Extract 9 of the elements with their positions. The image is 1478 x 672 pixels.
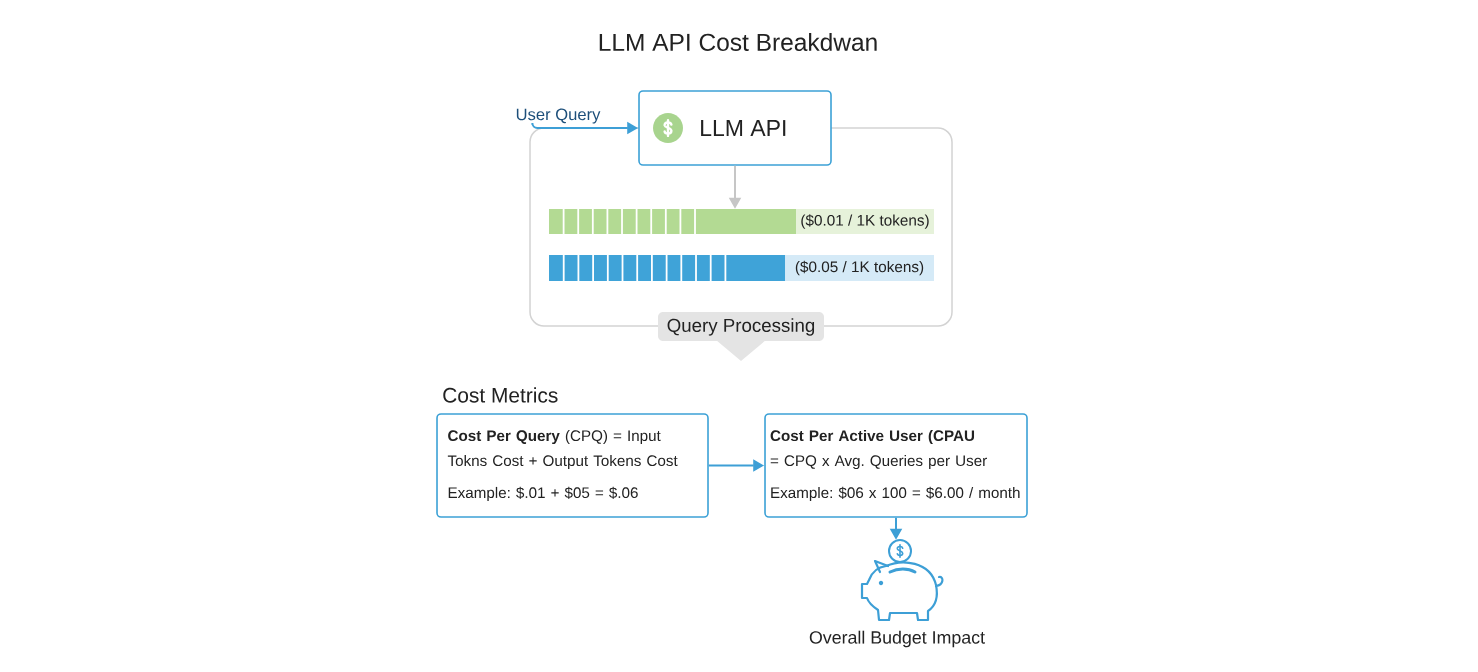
piggy-bank-label: Overall Budget Impact	[809, 630, 985, 648]
metric-card: Cost Per Active User (CPAU = CPQ x Avg. Queries per User Example: $06 x 100 = $6.00 / month	[764, 413, 1028, 518]
pointer-tab: Query Processing	[658, 312, 824, 361]
title: LLM API Cost Breakdwan	[599, 33, 877, 51]
cost-bar: ($0.05 / 1K tokens)	[549, 255, 934, 281]
metric-card: Cost Per Query (CPQ) = Input Tokns Cost + Output Tokens Cost Example: $.01 + $05 = $.06	[436, 413, 709, 518]
input-label: User Query	[516, 108, 601, 124]
cost-bar: ($0.01 / 1K tokens)	[549, 209, 934, 234]
api-box: LLM API	[638, 90, 832, 166]
